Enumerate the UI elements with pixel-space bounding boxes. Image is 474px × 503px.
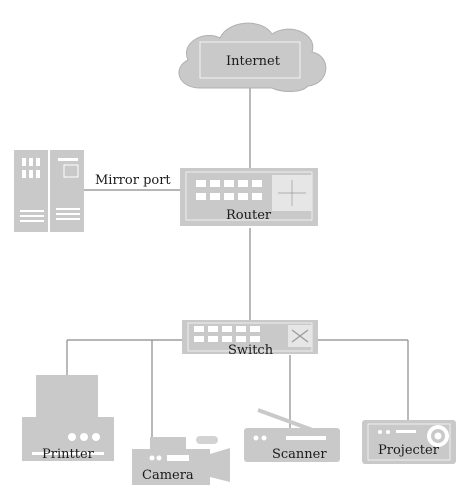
camera-icon	[132, 436, 230, 485]
switch-device: Switch	[182, 320, 318, 358]
server-icon	[14, 150, 84, 232]
scanner-icon	[244, 408, 340, 462]
mirror-port-label: Mirror port	[95, 173, 171, 188]
router-device: Router	[180, 168, 318, 226]
switch-label: Switch	[228, 343, 274, 358]
camera-label: Camera	[142, 468, 194, 483]
connections	[66, 88, 409, 445]
projector-icon	[362, 420, 456, 464]
router-label: Router	[226, 208, 272, 223]
printer-label: Printter	[42, 447, 95, 462]
printer-icon	[22, 375, 114, 461]
cloud-icon	[178, 22, 327, 92]
internet-cloud: Internet	[178, 22, 327, 92]
switch-ports-icon	[194, 326, 260, 342]
router-ports-icon	[196, 180, 262, 200]
scanner-label: Scanner	[272, 447, 327, 462]
projector-label: Projecter	[378, 443, 440, 458]
internet-label: Internet	[226, 54, 281, 69]
